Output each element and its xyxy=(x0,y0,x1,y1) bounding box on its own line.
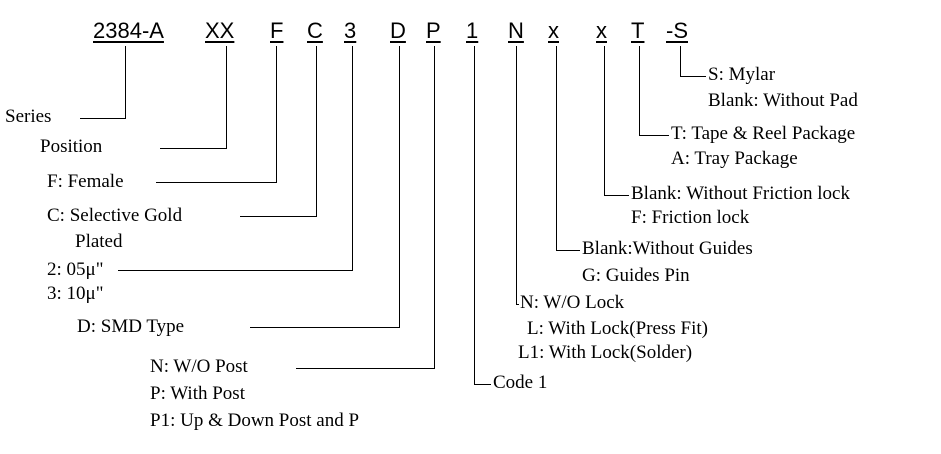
label-pad-1: S: Mylar xyxy=(708,64,776,85)
leader-package-vertical xyxy=(639,46,640,135)
leader-lock-vertical xyxy=(516,46,517,304)
label-gold-1: C: Selective Gold xyxy=(47,205,183,226)
code-type: D xyxy=(390,18,406,43)
label-lock-2: L: With Lock(Press Fit) xyxy=(527,318,708,339)
leader-package-horizontal xyxy=(639,135,669,136)
label-position: Position xyxy=(40,136,103,157)
leader-friction-vertical xyxy=(604,46,605,195)
code-gender: F xyxy=(270,18,284,43)
leader-position-horizontal xyxy=(160,148,227,149)
leader-code1-horizontal xyxy=(474,384,491,385)
code-friction: x xyxy=(596,18,607,43)
label-guide-2: G: Guides Pin xyxy=(582,265,690,286)
leader-female-horizontal xyxy=(156,182,277,183)
leader-post-horizontal xyxy=(296,368,435,369)
label-female: F: Female xyxy=(47,171,124,192)
code-position: XX xyxy=(205,18,235,43)
label-guide-1: Blank:Without Guides xyxy=(582,238,753,259)
leader-guide-horizontal xyxy=(556,250,580,251)
leader-pad-horizontal xyxy=(680,76,706,77)
leader-thickness-horizontal xyxy=(118,270,353,271)
leader-thickness-vertical xyxy=(352,46,353,270)
leader-code1-vertical xyxy=(474,46,475,384)
code-code1: 1 xyxy=(466,18,479,43)
label-thickness-1: 2: 05μ" xyxy=(47,259,104,280)
code-package: T xyxy=(631,18,645,43)
code-series: 2384-A xyxy=(93,18,164,43)
leader-series-vertical xyxy=(125,46,126,118)
leader-guide-vertical xyxy=(556,46,557,250)
label-code1: Code 1 xyxy=(493,372,548,393)
leader-smd-vertical xyxy=(399,46,400,327)
label-friction-1: Blank: Without Friction lock xyxy=(631,183,850,204)
code-plating: C xyxy=(307,18,323,43)
leader-post-vertical xyxy=(434,46,435,368)
leader-lock-horizontal xyxy=(516,304,519,305)
leader-friction-horizontal xyxy=(604,195,629,196)
leader-female-vertical xyxy=(276,46,277,182)
label-lock-3: L1: With Lock(Solder) xyxy=(518,342,693,363)
label-package-1: T: Tape & Reel Package xyxy=(671,123,856,144)
label-series: Series xyxy=(5,106,52,127)
label-lock-1: N: W/O Lock xyxy=(520,292,625,313)
code-thickness: 3 xyxy=(344,18,357,43)
label-thickness-2: 3: 10μ" xyxy=(47,283,104,304)
leader-pad-vertical xyxy=(680,46,681,76)
code-guide: x xyxy=(548,18,559,43)
leader-series-horizontal xyxy=(80,118,126,119)
label-post-3: P1: Up & Down Post and P xyxy=(150,410,360,431)
leader-smd-horizontal xyxy=(250,327,400,328)
code-post: P xyxy=(426,18,441,43)
label-friction-2: F: Friction lock xyxy=(631,207,750,228)
code-lock: N xyxy=(508,18,524,43)
leader-gold-vertical xyxy=(316,46,317,216)
label-post-2: P: With Post xyxy=(150,383,245,404)
label-post-1: N: W/O Post xyxy=(150,356,248,377)
leader-position-vertical xyxy=(226,46,227,148)
label-pad-2: Blank: Without Pad xyxy=(708,90,858,111)
label-smd-type: D: SMD Type xyxy=(77,316,185,337)
label-package-2: A: Tray Package xyxy=(671,148,798,169)
leader-gold-horizontal xyxy=(240,216,317,217)
code-pad: -S xyxy=(666,18,688,43)
label-gold-2: Plated xyxy=(75,231,123,252)
